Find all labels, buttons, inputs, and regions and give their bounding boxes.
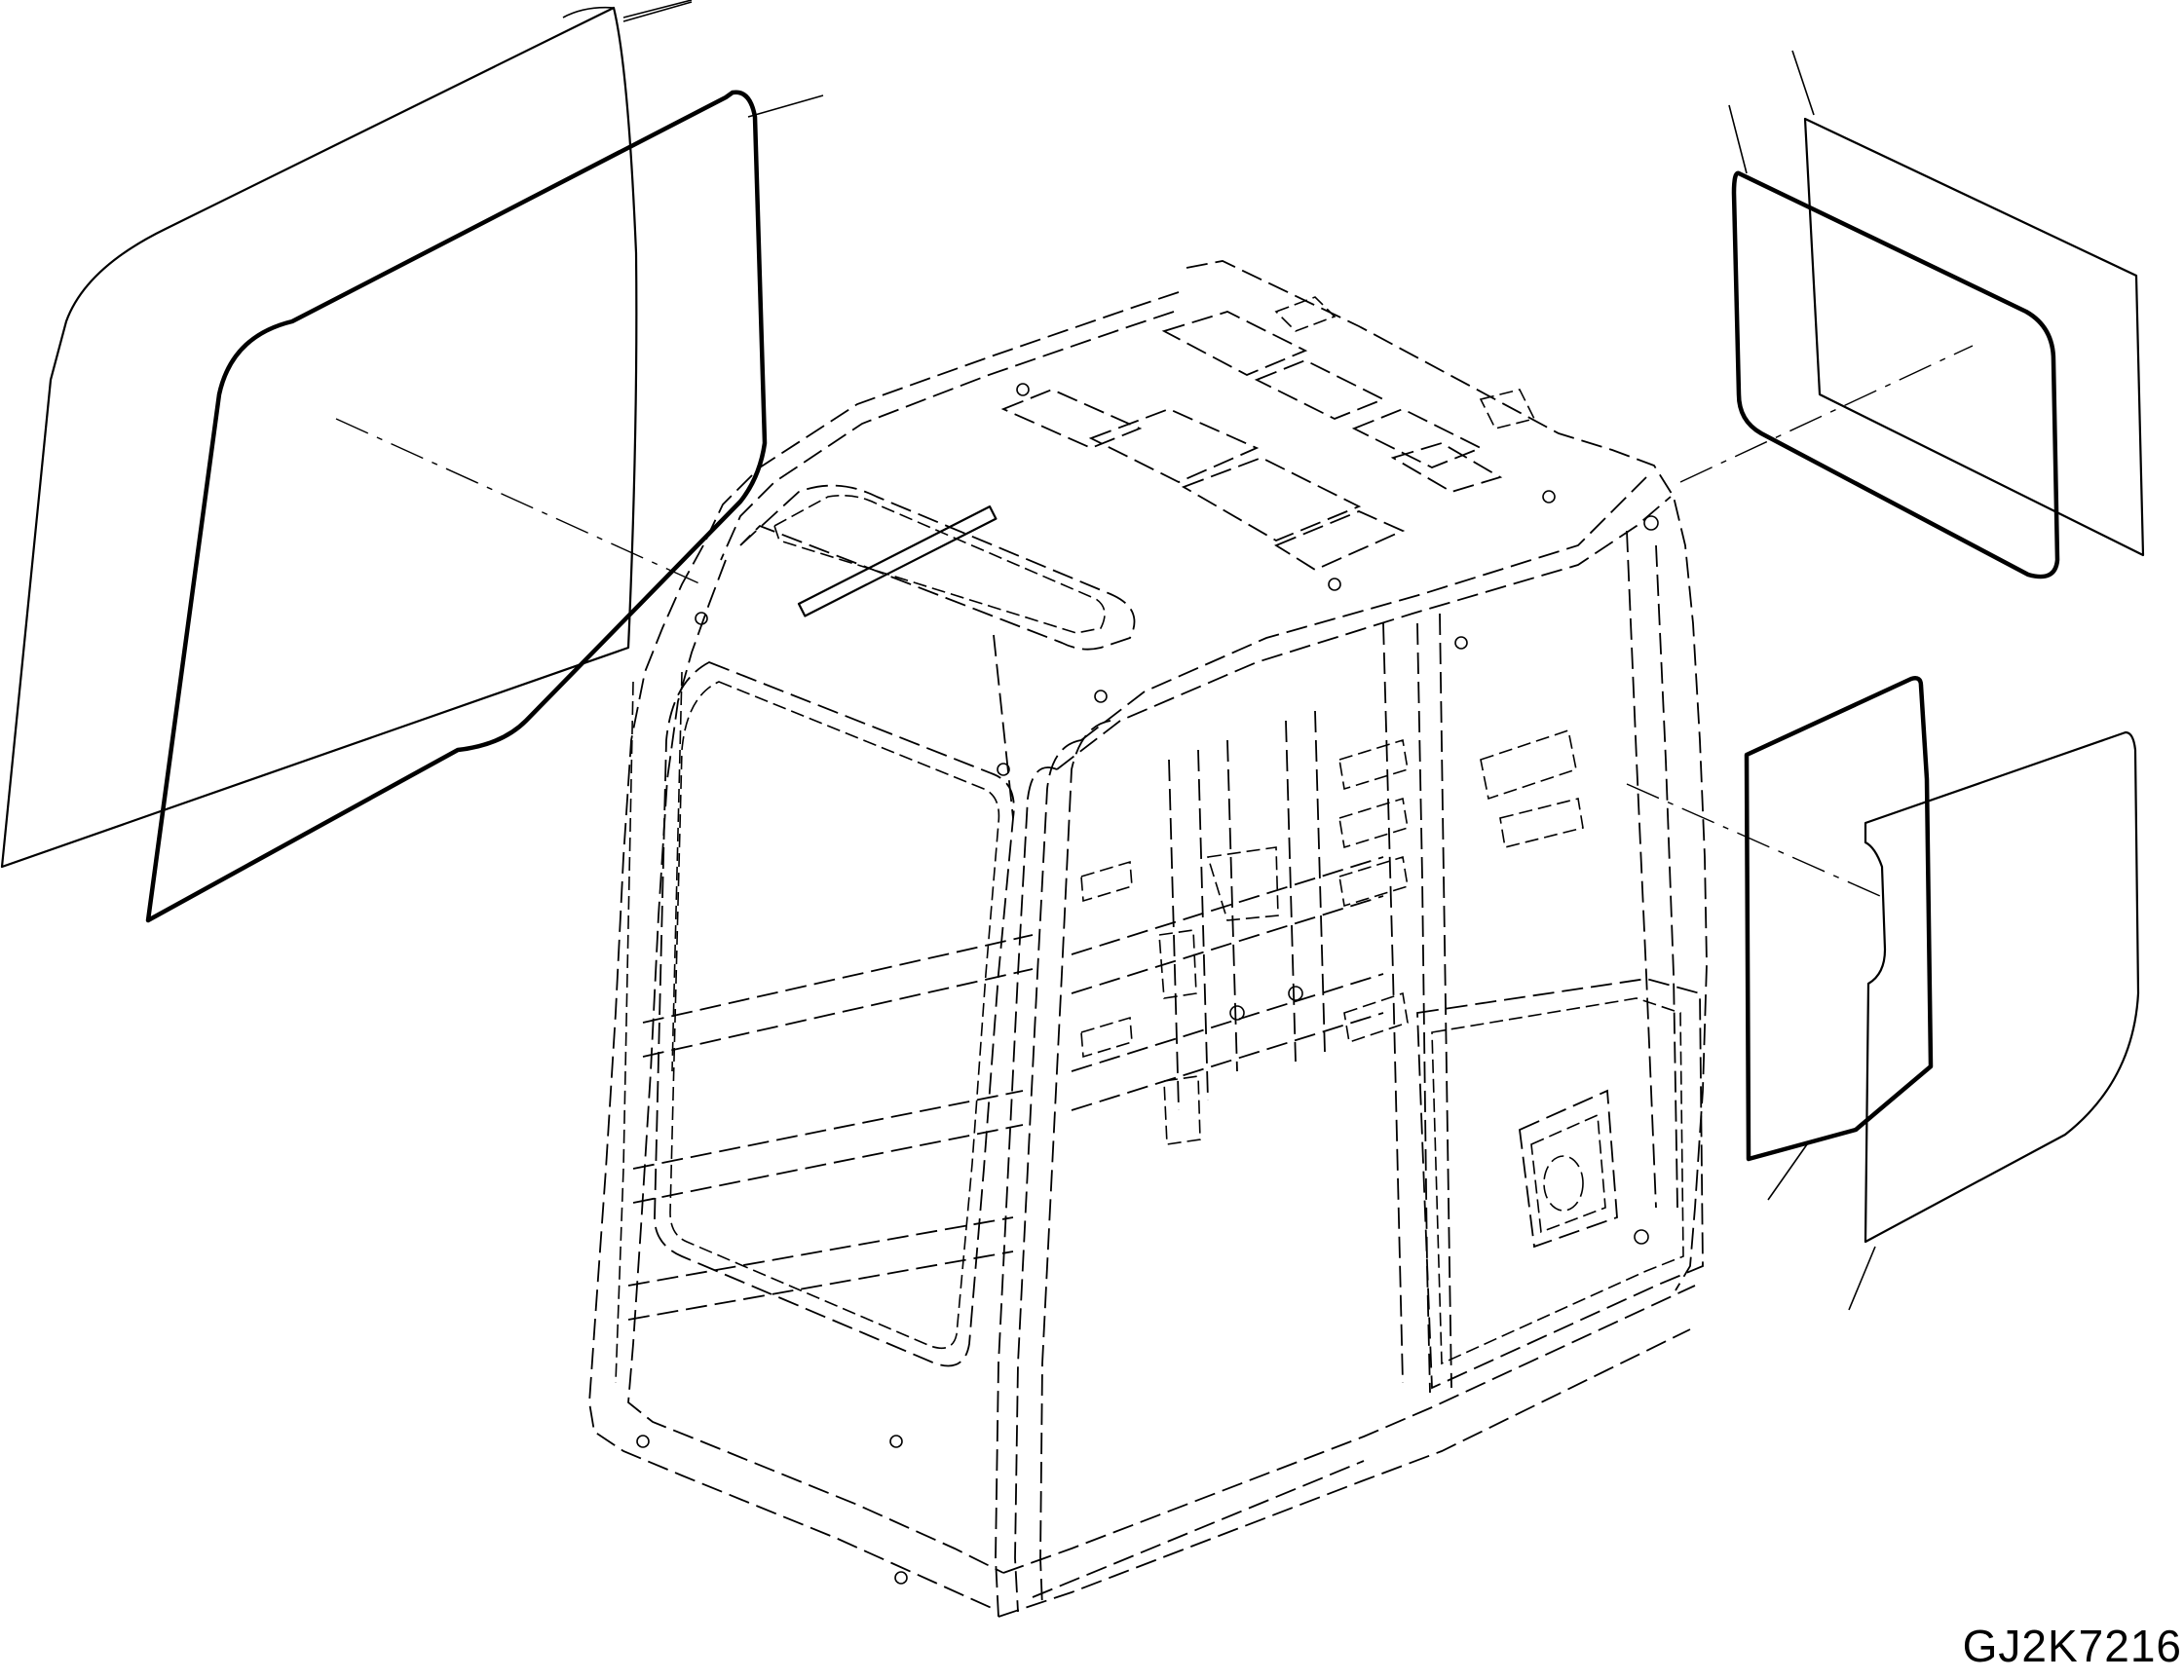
right-lower-glass-seal — [1744, 676, 1934, 1201]
rear-glass-seal — [1728, 104, 2060, 579]
figure-id-label: GJ2K7216 — [1962, 1621, 2182, 1671]
right-lower-glass — [1848, 730, 2140, 1311]
center-lines — [335, 345, 1974, 897]
left-glass-seal — [145, 90, 824, 923]
left-side-glass — [0, 0, 693, 869]
rear-glass — [1791, 50, 2145, 557]
cab-frame — [588, 260, 1708, 1618]
